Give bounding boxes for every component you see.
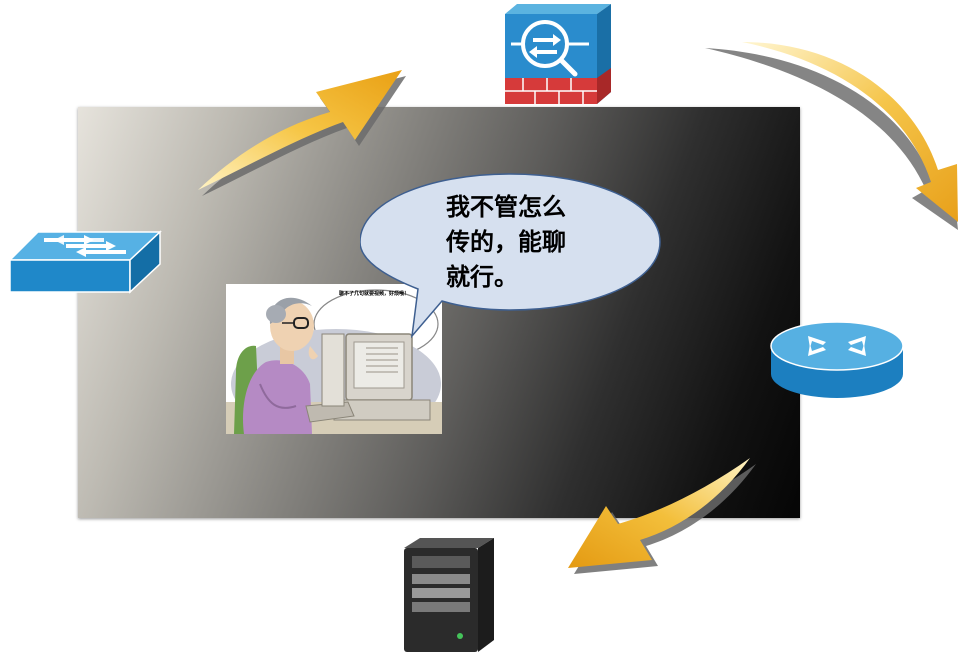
cartoon-illustration xyxy=(226,284,442,434)
woman-at-computer-icon xyxy=(226,289,442,434)
switch-icon xyxy=(8,230,162,294)
speech-line: 我不管怎么 xyxy=(446,193,566,221)
flow-arrow-icon xyxy=(198,70,406,196)
thought-text: 聊不了几句就要视频，好烦哦！ xyxy=(339,291,410,297)
server-icon xyxy=(404,538,494,652)
router-icon xyxy=(770,321,904,398)
speech-bubble xyxy=(360,173,661,339)
speech-bubble-text: 我不管怎么 传的，能聊 就行。 xyxy=(446,190,616,295)
firewall-icon xyxy=(505,4,611,104)
speech-line: 传的，能聊 xyxy=(446,228,566,256)
speech-line: 就行。 xyxy=(446,263,518,291)
flow-arrow-icon xyxy=(705,42,958,230)
flow-arrow-icon xyxy=(568,458,756,574)
